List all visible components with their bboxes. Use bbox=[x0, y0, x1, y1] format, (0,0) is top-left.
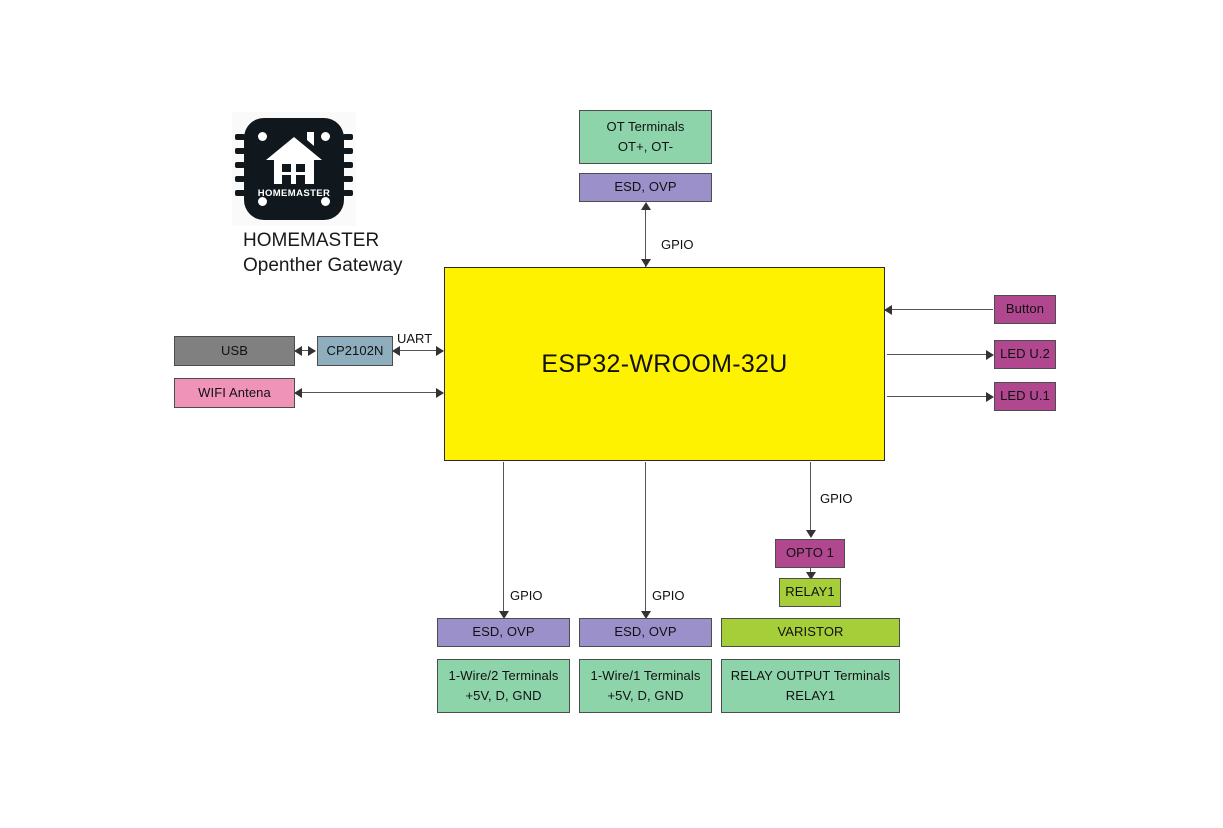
varistor-label: VARISTOR bbox=[777, 624, 844, 640]
connector-button-mcu bbox=[887, 309, 993, 311]
block-esd-ovp-top: ESD, OVP bbox=[579, 173, 712, 202]
chip-body-icon: HOMEMASTER bbox=[244, 118, 344, 220]
esd-ovp-mid-label: ESD, OVP bbox=[614, 624, 677, 640]
opto1-label: OPTO 1 bbox=[785, 545, 835, 561]
led-u2-label: LED U.2 bbox=[1000, 346, 1050, 362]
block-opto1: OPTO 1 bbox=[775, 539, 845, 568]
connector-mcu-led-u1-arrow bbox=[986, 392, 994, 402]
logo-caption-line1: HOMEMASTER bbox=[243, 230, 380, 251]
wifi-antena-label: WIFI Antena bbox=[198, 384, 271, 400]
block-relay-output-terminals: RELAY OUTPUT Terminals RELAY1 bbox=[721, 659, 900, 713]
onewire1-line2: +5V, D, GND bbox=[607, 688, 684, 703]
homemaster-logo: HOMEMASTER bbox=[232, 112, 356, 226]
button-label: Button bbox=[1005, 301, 1045, 317]
connector-opto-relay-arrow bbox=[806, 572, 816, 580]
connector-gpio-onewire1-arrow bbox=[641, 611, 651, 619]
connector-mcu-led-u2-arrow bbox=[986, 350, 994, 360]
block-usb: USB bbox=[174, 336, 295, 366]
logo-caption-line2: Openther Gateway bbox=[243, 255, 403, 277]
block-varistor: VARISTOR bbox=[721, 618, 900, 647]
connector-uart-label: UART bbox=[397, 331, 433, 346]
connector-button-mcu-arrow bbox=[884, 305, 892, 315]
connector-uart-arrow-right bbox=[436, 346, 444, 356]
block-esp32-mcu: ESP32-WROOM-32U bbox=[444, 267, 885, 461]
block-led-u1: LED U.1 bbox=[994, 382, 1056, 411]
block-onewire2-terminals: 1-Wire/2 Terminals +5V, D, GND bbox=[437, 659, 570, 713]
connector-usb-cp2102n bbox=[297, 350, 315, 352]
relay-output-line2: RELAY1 bbox=[785, 688, 836, 703]
connector-wifi-mcu-arrow-left bbox=[294, 388, 302, 398]
connector-gpio-ot bbox=[645, 205, 647, 267]
relay1-label: RELAY1 bbox=[785, 584, 835, 600]
esd-ovp-left-label: ESD, OVP bbox=[472, 624, 535, 640]
logo-badge-text: HOMEMASTER bbox=[257, 188, 331, 199]
connector-gpio-onewire2-arrow bbox=[499, 611, 509, 619]
led-u1-label: LED U.1 bbox=[1000, 388, 1050, 404]
connector-gpio-ot-arrow-down bbox=[641, 259, 651, 267]
mcu-label: ESP32-WROOM-32U bbox=[541, 349, 788, 378]
cp2102n-label: CP2102N bbox=[326, 342, 384, 358]
relay-output-line1: RELAY OUTPUT Terminals bbox=[730, 667, 891, 683]
connector-gpio-ot-arrow-up bbox=[641, 202, 651, 210]
onewire1-line1: 1-Wire/1 Terminals bbox=[590, 667, 701, 683]
block-ot-terminals: OT Terminals OT+, OT- bbox=[579, 110, 712, 164]
connector-wifi-mcu-arrow-right bbox=[436, 388, 444, 398]
block-onewire1-terminals: 1-Wire/1 Terminals +5V, D, GND bbox=[579, 659, 712, 713]
connector-gpio-onewire1-label: GPIO bbox=[652, 588, 685, 603]
esd-ovp-top-label: ESD, OVP bbox=[614, 179, 677, 195]
block-button: Button bbox=[994, 295, 1056, 324]
block-led-u2: LED U.2 bbox=[994, 340, 1056, 369]
connector-gpio-onewire1 bbox=[645, 462, 647, 614]
connector-gpio-opto bbox=[810, 462, 812, 533]
onewire2-line1: 1-Wire/2 Terminals bbox=[448, 667, 559, 683]
connector-gpio-opto-arrow bbox=[806, 530, 816, 538]
onewire2-line2: +5V, D, GND bbox=[465, 688, 542, 703]
block-esd-ovp-left: ESD, OVP bbox=[437, 618, 570, 647]
connector-gpio-onewire2 bbox=[503, 462, 505, 614]
connector-usb-cp2102n-arrow-right bbox=[308, 346, 316, 356]
connector-uart-arrow-left bbox=[392, 346, 400, 356]
connector-gpio-opto-label: GPIO bbox=[820, 491, 853, 506]
connector-gpio-onewire2-label: GPIO bbox=[510, 588, 543, 603]
ot-terminals-line1: OT Terminals bbox=[606, 118, 685, 134]
block-cp2102n: CP2102N bbox=[317, 336, 393, 366]
connector-mcu-led-u2 bbox=[887, 354, 991, 356]
block-esd-ovp-mid: ESD, OVP bbox=[579, 618, 712, 647]
block-relay1: RELAY1 bbox=[779, 578, 841, 607]
connector-uart bbox=[395, 350, 443, 352]
connector-usb-cp2102n-arrow-left bbox=[294, 346, 302, 356]
connector-mcu-led-u1 bbox=[887, 396, 991, 398]
connector-gpio-ot-label: GPIO bbox=[661, 237, 694, 252]
connector-wifi-mcu bbox=[297, 392, 443, 394]
usb-label: USB bbox=[220, 342, 249, 358]
ot-terminals-line2: OT+, OT- bbox=[617, 139, 674, 154]
house-icon bbox=[266, 132, 322, 184]
block-wifi-antena: WIFI Antena bbox=[174, 378, 295, 408]
logo-caption: HOMEMASTER Openther Gateway bbox=[243, 228, 573, 279]
